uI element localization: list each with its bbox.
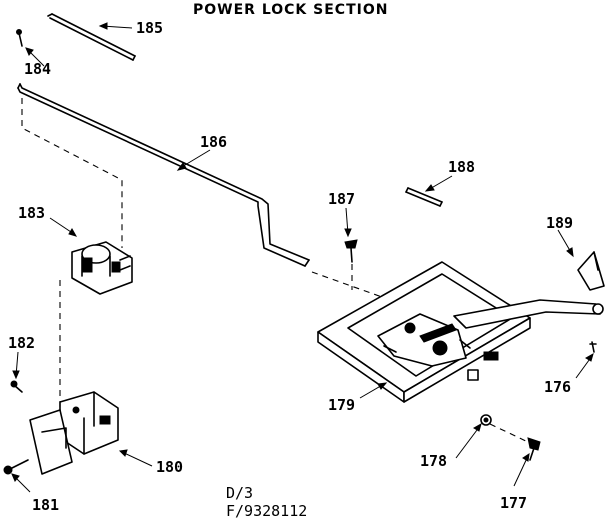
label-188: 188	[448, 158, 475, 176]
label-179: 179	[328, 396, 355, 414]
label-186: 186	[200, 133, 227, 151]
label-183: 183	[18, 204, 45, 222]
part-183-solenoid	[71, 241, 133, 295]
part-177-screw	[527, 437, 541, 461]
part-189-knob	[577, 251, 605, 291]
label-178: 178	[420, 452, 447, 470]
label-189: 189	[546, 214, 573, 232]
part-188-pin	[405, 187, 443, 207]
part-186-rod	[17, 83, 310, 267]
part-180-bracket	[29, 391, 119, 475]
part-176-clip	[589, 341, 597, 353]
label-180: 180	[156, 458, 183, 476]
part-182-screw	[10, 380, 23, 393]
label-182: 182	[8, 334, 35, 352]
footer-figure-code: F/9328112	[226, 502, 307, 520]
part-187-screw	[344, 239, 358, 263]
part-178-grommet	[480, 414, 492, 426]
label-185: 185	[136, 19, 163, 37]
label-181: 181	[32, 496, 59, 514]
part-181-nut	[3, 459, 29, 475]
leader-lines	[11, 22, 594, 493]
part-185-rod	[47, 13, 136, 61]
label-176: 176	[544, 378, 571, 396]
label-177: 177	[500, 494, 527, 512]
label-184: 184	[24, 60, 51, 78]
diagram-title: POWER LOCK SECTION	[193, 2, 388, 18]
footer-diagram-code: D/3	[226, 484, 253, 502]
part-179-lock-assembly	[317, 261, 604, 403]
label-187: 187	[328, 190, 355, 208]
part-184-screw	[16, 29, 23, 47]
